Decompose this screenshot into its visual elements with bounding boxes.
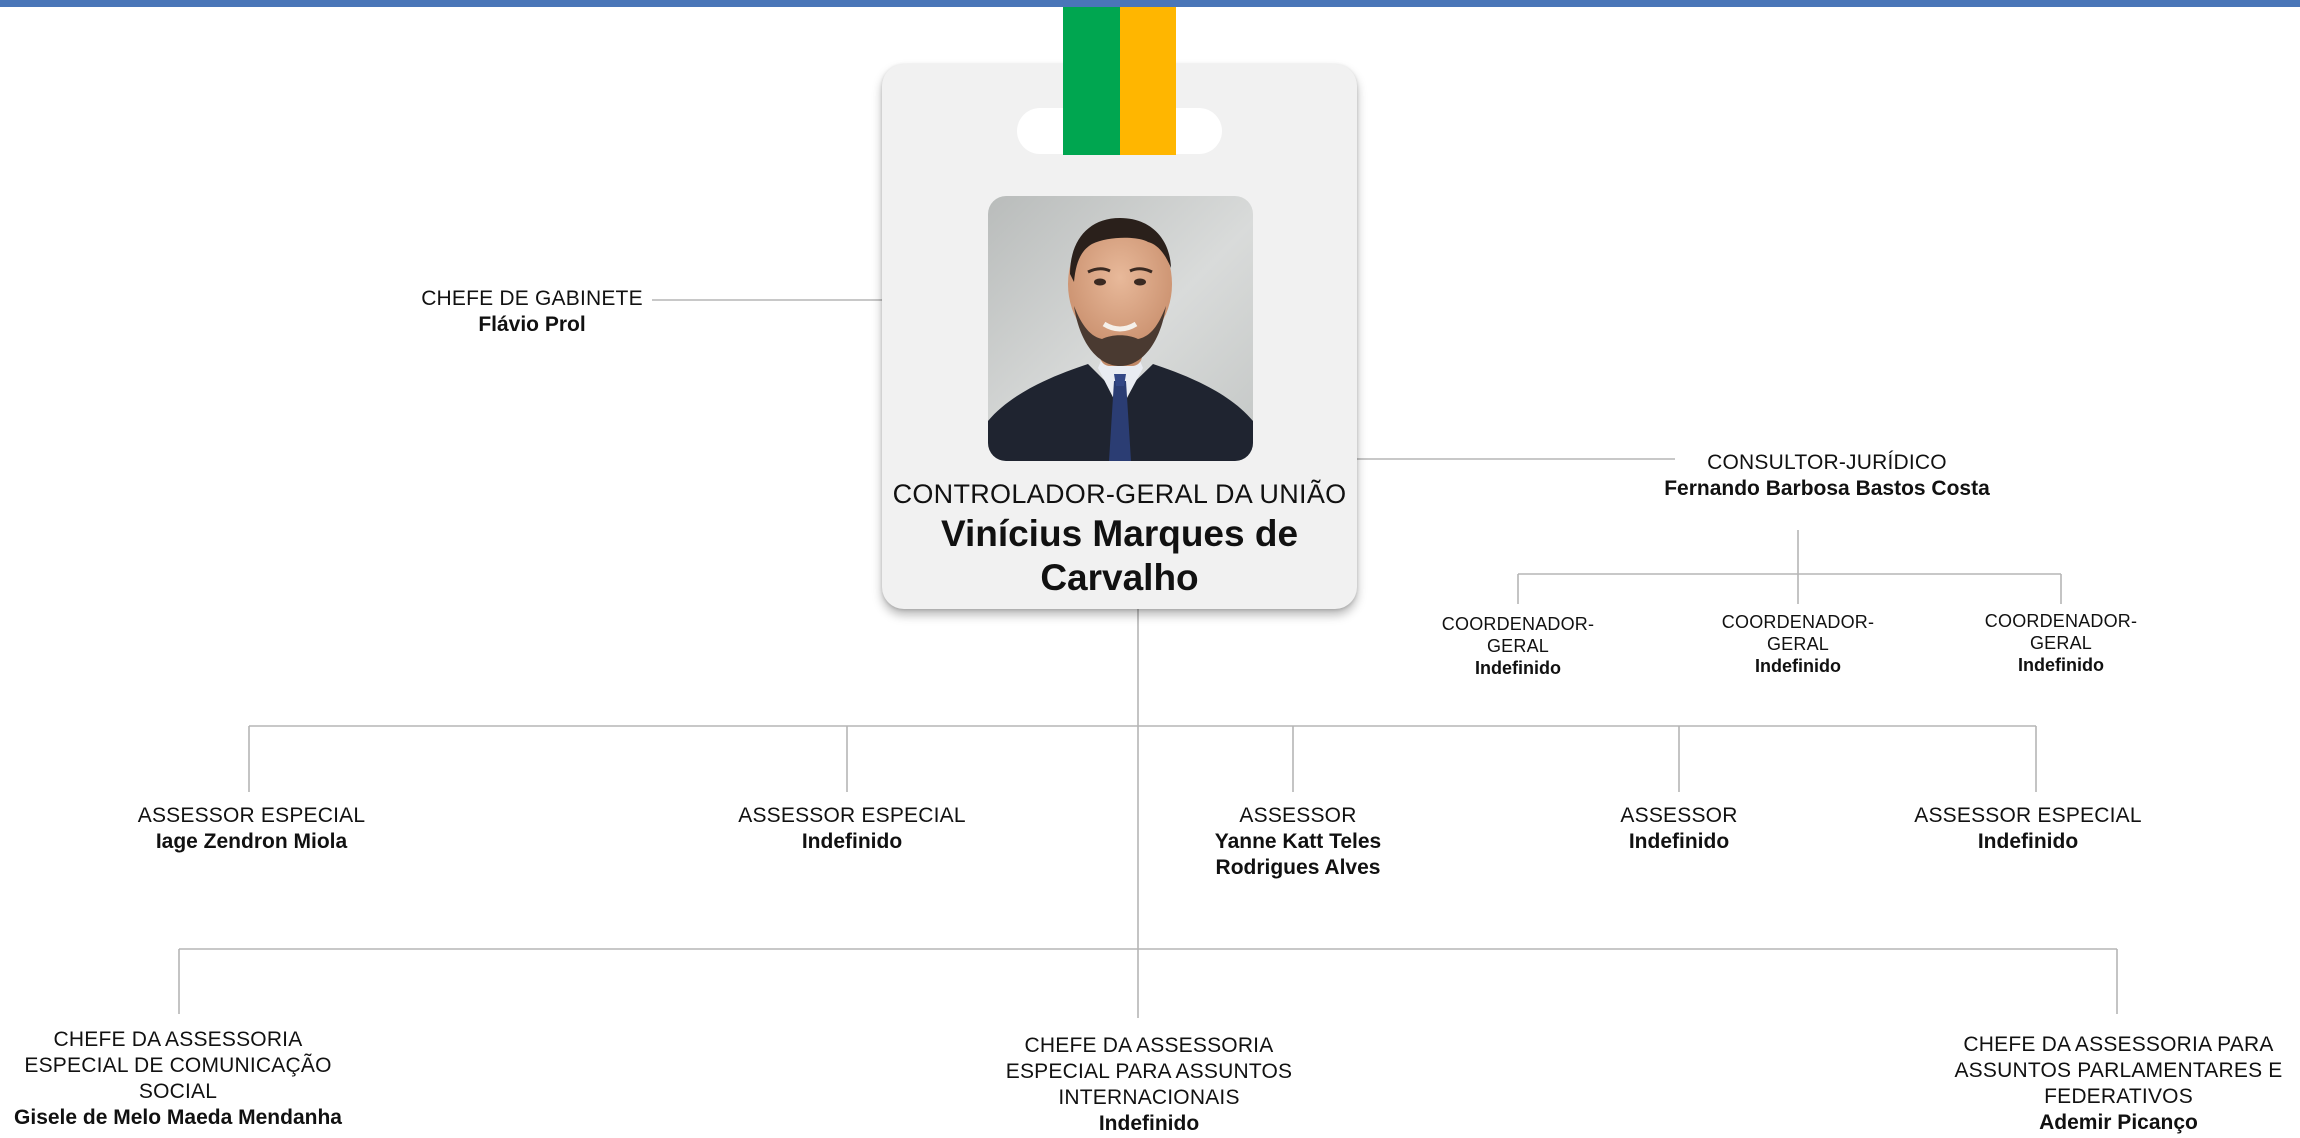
coordinator-node-1: COORDENADOR-GERAL Indefinido [1438, 613, 1598, 679]
head-portrait-photo [988, 196, 1253, 461]
coordinator-name: Indefinido [1755, 656, 1841, 676]
advisor-node-3: ASSESSOR Yanne Katt Teles Rodrigues Alve… [1183, 803, 1413, 881]
special-office-role: CHEFE DA ASSESSORIA ESPECIAL PARA ASSUNT… [1005, 1034, 1293, 1109]
legal-consultant-name: Fernando Barbosa Bastos Costa [1664, 477, 1990, 500]
advisor-node-2: ASSESSOR ESPECIAL Indefinido [722, 803, 982, 855]
advisor-node-1: ASSESSOR ESPECIAL Iage Zendron Miola [119, 803, 384, 855]
top-accent-bar [0, 0, 2300, 7]
special-office-role: CHEFE DA ASSESSORIA ESPECIAL DE COMUNICA… [24, 1028, 332, 1103]
chief-of-staff-node: CHEFE DE GABINETE Flávio Prol [402, 286, 662, 338]
head-role: CONTROLADOR-GERAL DA UNIÃO [892, 479, 1347, 509]
chief-of-staff-role: CHEFE DE GABINETE [421, 287, 643, 310]
lanyard-ribbon-green [1063, 7, 1120, 155]
special-office-role: CHEFE DA ASSESSORIA PARA ASSUNTOS PARLAM… [1954, 1033, 2283, 1108]
legal-consultant-node: CONSULTOR-JURÍDICO Fernando Barbosa Bast… [1632, 450, 2022, 502]
lanyard-ribbon-yellow [1120, 7, 1176, 155]
head-badge-card: CONTROLADOR-GERAL DA UNIÃO Vinícius Marq… [882, 64, 1357, 609]
advisor-role: ASSESSOR ESPECIAL [137, 804, 366, 827]
advisor-name: Iage Zendron Miola [155, 830, 348, 853]
special-office-node-3: CHEFE DA ASSESSORIA PARA ASSUNTOS PARLAM… [1951, 1032, 2286, 1136]
advisor-role: ASSESSOR ESPECIAL [738, 804, 966, 827]
coordinator-role: COORDENADOR-GERAL [1721, 612, 1875, 654]
head-name: Vinícius Marques de Carvalho [940, 513, 1299, 598]
coordinator-name: Indefinido [2018, 655, 2104, 675]
legal-consultant-role: CONSULTOR-JURÍDICO [1707, 451, 1947, 474]
coordinator-node-2: COORDENADOR-GERAL Indefinido [1718, 611, 1878, 677]
special-office-name: Indefinido [1098, 1112, 1200, 1135]
special-office-name: Gisele de Melo Maeda Mendanha [14, 1106, 342, 1129]
coordinator-role: COORDENADOR-GERAL [1441, 614, 1595, 656]
special-office-name: Ademir Picanço [2039, 1111, 2198, 1134]
advisor-role: ASSESSOR [1239, 804, 1357, 827]
advisor-role: ASSESSOR ESPECIAL [1914, 804, 2142, 827]
advisor-name: Indefinido [1628, 830, 1730, 853]
advisor-name: Indefinido [1977, 830, 2079, 853]
special-office-node-1: CHEFE DA ASSESSORIA ESPECIAL DE COMUNICA… [4, 1027, 352, 1131]
coordinator-node-3: COORDENADOR-GERAL Indefinido [1981, 610, 2141, 676]
advisor-role: ASSESSOR [1620, 804, 1738, 827]
chief-of-staff-name: Flávio Prol [478, 313, 586, 336]
advisor-name: Yanne Katt Teles Rodrigues Alves [1214, 830, 1382, 879]
coordinator-role: COORDENADOR-GERAL [1984, 611, 2138, 653]
advisor-name: Indefinido [801, 830, 903, 853]
advisor-node-5: ASSESSOR ESPECIAL Indefinido [1898, 803, 2158, 855]
coordinator-name: Indefinido [1475, 658, 1561, 678]
advisor-node-4: ASSESSOR Indefinido [1579, 803, 1779, 855]
special-office-node-2: CHEFE DA ASSESSORIA ESPECIAL PARA ASSUNT… [970, 1033, 1328, 1137]
portrait-illustration [988, 196, 1253, 461]
